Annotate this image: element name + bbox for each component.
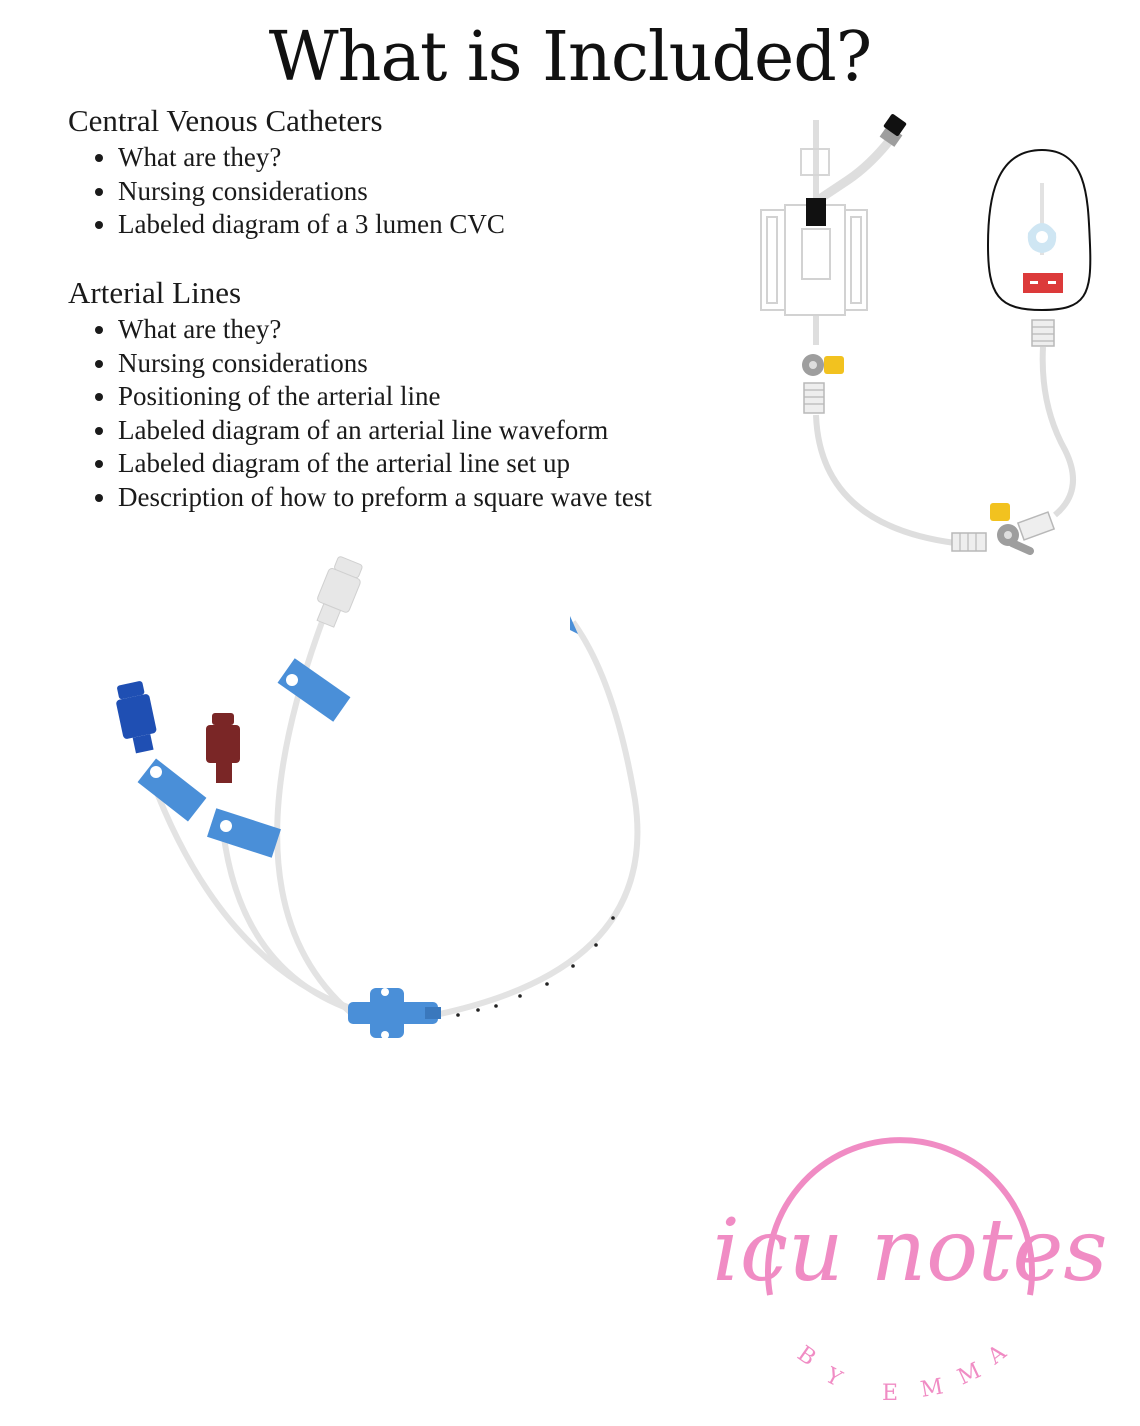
section-heading-cvc: Central Venous Catheters — [68, 103, 383, 138]
section-heading-arterial: Arterial Lines — [68, 275, 242, 310]
logo-letter: M — [919, 1374, 946, 1403]
list-item: What are they? — [118, 141, 505, 175]
arterial-line-setup-illustration — [760, 114, 1092, 555]
list-item: Description of how to preform a square w… — [118, 481, 652, 515]
list-item: Positioning of the arterial line — [118, 380, 652, 414]
list-item: Nursing considerations — [118, 175, 505, 209]
list-item: Labeled diagram of the arterial line set… — [118, 447, 652, 481]
page-title: What is Included? — [268, 18, 872, 97]
list-item: Labeled diagram of a 3 lumen CVC — [118, 208, 505, 242]
icu-notes-logo: icu notes B Y E M M A — [712, 1137, 1108, 1406]
list-item: What are they? — [118, 313, 652, 347]
list-item: Nursing considerations — [118, 347, 652, 381]
list-item: Labeled diagram of an arterial line wave… — [118, 414, 652, 448]
cvc-illustration — [116, 556, 641, 1039]
cvc-list: What are they? Nursing considerations La… — [88, 141, 505, 242]
logo-main-text: icu notes — [712, 1201, 1107, 1301]
logo-letter: E — [882, 1381, 898, 1406]
arterial-list: What are they? Nursing considerations Po… — [88, 313, 652, 515]
